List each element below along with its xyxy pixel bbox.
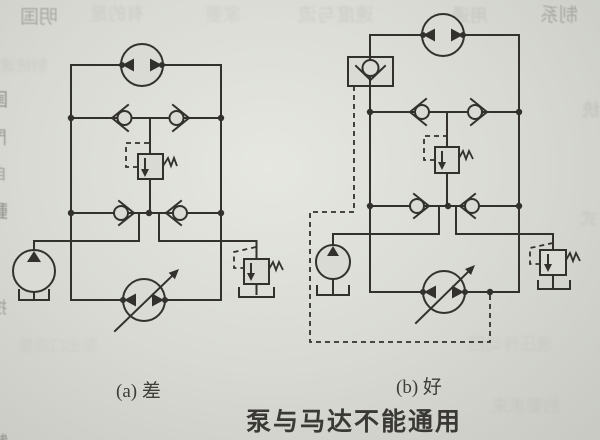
charge-relief-valve-icon: [529, 242, 581, 276]
tank-icon: [238, 287, 275, 298]
junction-dots: [366, 32, 523, 296]
charge-pump-icon: [315, 244, 351, 280]
variable-arrow: [465, 265, 475, 275]
tank-icon: [316, 285, 350, 296]
panel-a-label: (a) 差: [116, 381, 161, 402]
check-valve-icon: [408, 97, 430, 127]
pipe-lines: [332, 34, 554, 294]
check-valve-icon: [164, 199, 188, 227]
check-valve-icon: [458, 192, 480, 220]
pilot-line: [529, 242, 554, 265]
check-valve-icon: [113, 199, 136, 227]
figure-caption: 泵与马达不能通用: [246, 409, 463, 436]
tank-icon: [18, 289, 50, 301]
pilot-line: [423, 135, 446, 161]
check-valve-icon: [467, 97, 489, 127]
charge-relief-valve-icon: [233, 246, 284, 285]
junction-dots: [67, 62, 225, 303]
pilot-relief-valve-icon: [125, 142, 178, 180]
pilot-operated-check-valve-icon: [347, 56, 394, 87]
pilot-relief-valve-icon: [423, 135, 474, 174]
variable-arrow: [168, 269, 179, 280]
panel-b-label: (b) 好: [396, 377, 442, 398]
hydraulic-motor-icon: [120, 43, 164, 87]
pilot-line: [309, 86, 491, 343]
circuit-b: [309, 13, 581, 343]
check-valve-icon: [409, 192, 431, 220]
charge-pump-icon: [12, 249, 56, 293]
hydraulic-motor-icon: [421, 13, 465, 57]
variable-pump-icon: [414, 265, 475, 325]
circuit-a: [12, 43, 284, 333]
check-valve-icon: [168, 103, 191, 133]
pipe-lines: [33, 64, 258, 301]
pilot-line: [125, 142, 149, 168]
pilot-line: [233, 246, 257, 269]
tank-icon: [537, 280, 571, 290]
check-valve-icon: [110, 103, 133, 133]
